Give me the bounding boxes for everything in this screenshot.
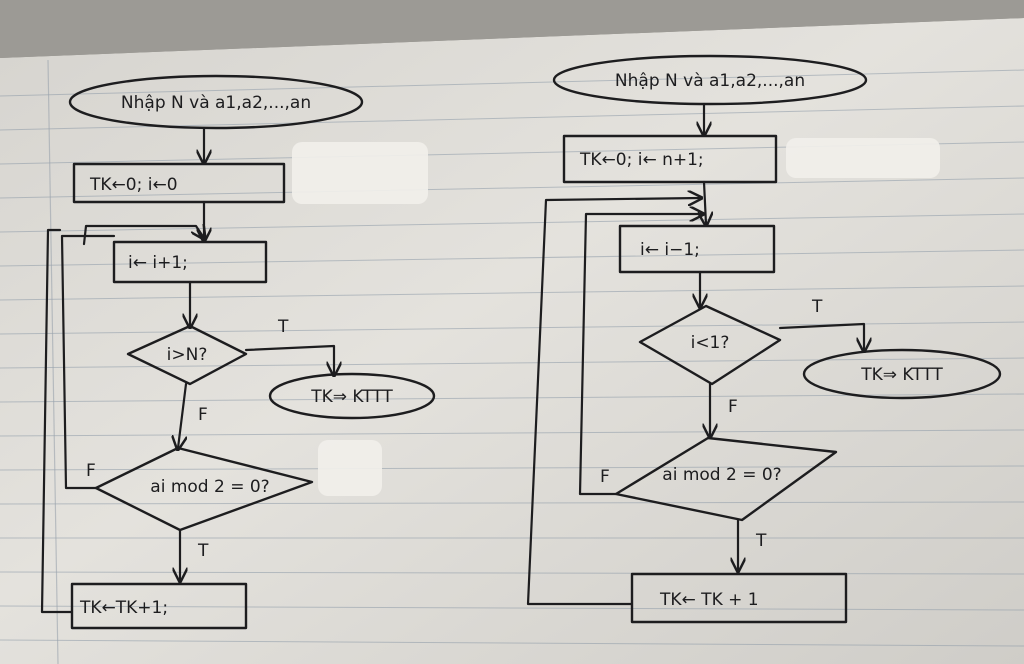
left-end-condition xyxy=(126,324,248,386)
left-true-branch xyxy=(244,344,334,374)
right-accumulate-process xyxy=(630,572,848,624)
right-start-terminal xyxy=(552,54,868,106)
right-flow-arrow xyxy=(704,180,706,224)
left-start-text: Nhập N và a1,a2,...,an xyxy=(121,93,311,113)
left-accumulate-text: TK←TK+1; xyxy=(79,598,168,618)
margin-line xyxy=(47,59,59,664)
paper-sheet xyxy=(0,18,1024,664)
right-flowchart: Nhập N và a1,a2,...,an TK←0; i← n+1; i← … xyxy=(526,54,1002,624)
right-end-condition xyxy=(638,304,782,386)
left-flowchart: Nhập N và a1,a2,...,an TK←0; i←0 i← i+1;… xyxy=(40,74,436,630)
right-end-text: TK⇒ KTTT xyxy=(860,365,943,385)
correction-mark xyxy=(318,440,382,496)
right-end-terminal xyxy=(802,348,1002,400)
correction-mark xyxy=(292,142,428,204)
right-init-process xyxy=(562,134,778,184)
right-start-text: Nhập N và a1,a2,...,an xyxy=(615,71,805,91)
right-true-even-label: T xyxy=(755,531,767,551)
right-accumulate-text: TK← TK + 1 xyxy=(659,590,759,610)
right-true-branch xyxy=(778,322,864,350)
left-increment-text: i← i+1; xyxy=(128,253,188,273)
right-even-condition xyxy=(614,436,838,522)
left-end-text: TK⇒ KTTT xyxy=(310,387,393,407)
right-init-text: TK←0; i← n+1; xyxy=(579,150,704,170)
left-accumulate-process xyxy=(70,582,248,630)
left-init-process xyxy=(72,162,286,204)
right-accumulate-loop xyxy=(526,198,700,606)
left-false-label: F xyxy=(198,405,208,425)
left-accumulate-loop xyxy=(40,228,74,614)
left-even-condition-text: ai mod 2 = 0? xyxy=(150,477,269,497)
right-decrement-process xyxy=(618,224,776,274)
right-false-loop xyxy=(578,214,702,496)
left-false-loop xyxy=(60,234,116,490)
left-false-loop-label: F xyxy=(86,461,96,481)
left-true-even-label: T xyxy=(197,541,209,561)
right-even-condition-text: ai mod 2 = 0? xyxy=(662,465,781,485)
left-end-terminal xyxy=(268,372,436,420)
right-false-loop-label: F xyxy=(600,467,610,487)
left-end-condition-text: i>N? xyxy=(167,345,208,365)
right-decrement-text: i← i−1; xyxy=(640,240,700,260)
left-init-text: TK←0; i←0 xyxy=(89,175,178,195)
right-true-label: T xyxy=(811,297,823,317)
right-end-condition-text: i<1? xyxy=(691,333,730,353)
right-false-label: F xyxy=(728,397,738,417)
page-shadow xyxy=(0,0,1024,58)
left-true-label: T xyxy=(277,317,289,337)
left-false-branch xyxy=(178,382,186,448)
left-start-terminal xyxy=(68,74,364,130)
left-loop-return xyxy=(82,226,204,246)
correction-mark xyxy=(786,138,940,178)
